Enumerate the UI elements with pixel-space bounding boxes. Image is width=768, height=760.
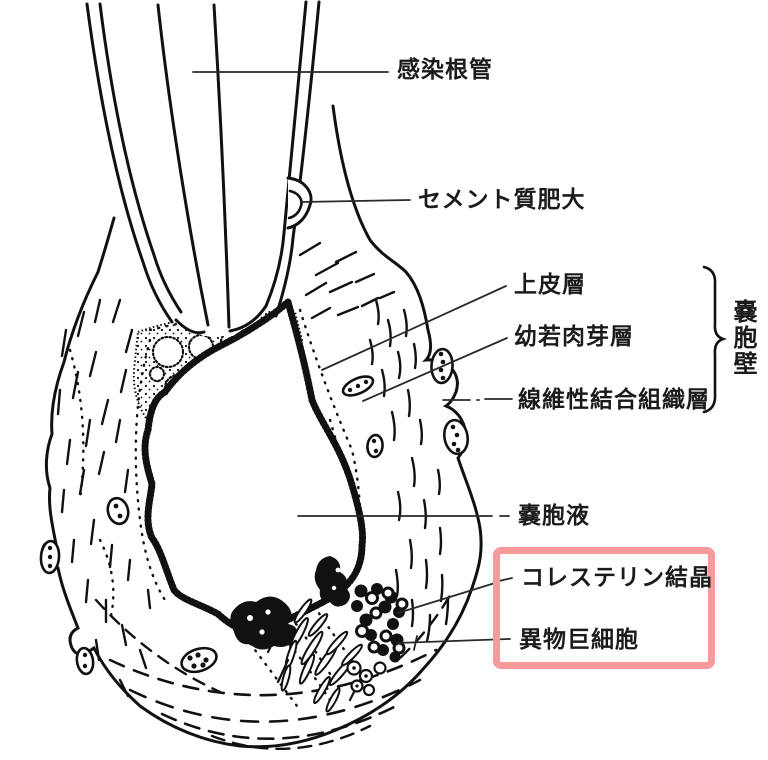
leader-foreign-body-giant-cells	[396, 635, 511, 651]
debris-mass	[230, 556, 350, 650]
cholesterol-crystals	[280, 598, 363, 713]
cell-nuclei	[47, 351, 461, 669]
debris-highlights	[247, 567, 341, 635]
label-epithelial-layer: 上皮層	[514, 272, 586, 298]
label-infected-root-canal: 感染根管	[397, 57, 493, 83]
leader-immature-granulation-layer	[362, 337, 508, 402]
label-fibrous-connective-tissue-layer: 線維性結合組織層	[518, 387, 710, 413]
label-cyst-fluid: 嚢胞液	[518, 503, 590, 529]
highlight-box	[493, 547, 715, 669]
wall-hatching-right	[368, 298, 450, 643]
wall-hatching-bottom-4	[210, 724, 372, 750]
root-canal-right-wall	[212, 3, 231, 329]
cyst-wall-brace	[702, 265, 728, 414]
leader-fibrous-connective-tissue-layer	[442, 398, 513, 401]
root-apex-edge	[174, 304, 268, 335]
label-foreign-body-giant-cells: 異物巨細胞	[519, 627, 639, 653]
stipple-right-band	[298, 308, 362, 582]
label-cyst-wall: 嚢胞壁	[729, 299, 757, 377]
wall-hatching-bottom-1	[108, 648, 438, 697]
label-cholesterol-crystals: コレステリン結晶	[521, 565, 713, 591]
wall-hatching-bottom-5	[94, 598, 222, 694]
cementum-bump	[286, 176, 313, 230]
label-immature-granulation-layer: 幼若肉芽層	[514, 324, 634, 350]
wall-hatching-bottom-2	[128, 678, 422, 723]
leader-epithelial-layer	[321, 285, 507, 371]
leader-cholesterol-crystals	[397, 577, 513, 614]
label-cementum-hypertrophy: セメント質肥大	[418, 187, 586, 213]
wall-hatching-top-right	[298, 241, 396, 320]
wall-hatching-left	[56, 298, 152, 698]
root-apex-fill	[156, 238, 288, 336]
leader-cementum-hypertrophy	[301, 199, 411, 203]
root-canal-left-wall	[156, 3, 210, 327]
lumen-epithelial-band	[141, 295, 366, 636]
root-outline	[85, 0, 321, 335]
wall-hatching-bottom-3	[160, 702, 402, 740]
wall-hatching-bottom-6	[398, 590, 454, 660]
stipple-left-wall	[68, 348, 115, 622]
giant-cell-cluster	[346, 583, 409, 697]
